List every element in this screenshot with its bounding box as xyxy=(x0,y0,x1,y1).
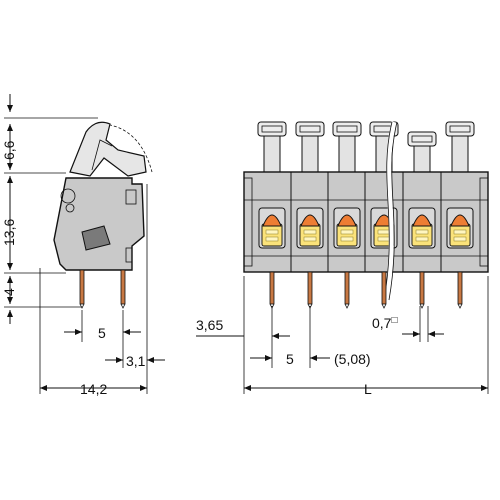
lever-stem-6 xyxy=(451,135,469,173)
front-pin-size-label: 0,7□ xyxy=(372,315,398,331)
side-view xyxy=(53,121,153,309)
module-window-bar-6 xyxy=(453,229,467,235)
front-pin-6 xyxy=(457,271,463,305)
side-lever xyxy=(69,121,147,177)
side-pin-left xyxy=(79,269,85,305)
front-pin-tip-6 xyxy=(457,303,463,309)
module-window-bar2-2 xyxy=(303,236,317,242)
side-pitch-label: 5 xyxy=(98,325,106,341)
module-button-2 xyxy=(300,214,320,227)
module-button-1 xyxy=(262,214,282,227)
lever-stem-5 xyxy=(413,145,431,173)
module-window-bar-4 xyxy=(377,229,391,235)
module-window-5 xyxy=(411,223,433,247)
front-pin-tip-5 xyxy=(419,303,425,309)
module-button-6 xyxy=(450,214,470,227)
module-window-3 xyxy=(336,223,358,247)
front-pin-1 xyxy=(269,271,275,305)
side-pin-offset-label: 3,1 xyxy=(126,353,146,369)
front-pin-5 xyxy=(419,271,425,305)
module-window-bar2-1 xyxy=(265,236,279,242)
square-symbol: □ xyxy=(391,315,397,326)
module-window-bar-5 xyxy=(415,229,429,235)
module-window-6 xyxy=(449,223,471,247)
module-button-5 xyxy=(412,214,432,227)
side-width-label: 14,2 xyxy=(80,381,107,397)
module-window-bar2-6 xyxy=(453,236,467,242)
front-housing-right-flange xyxy=(479,177,489,267)
front-pitch-label: 5 xyxy=(286,351,294,367)
module-window-bar-3 xyxy=(340,229,354,235)
module-window-bar2-4 xyxy=(377,236,391,242)
module-window-bar2-3 xyxy=(340,236,354,242)
module-window-1 xyxy=(261,223,283,247)
lever-grip-3 xyxy=(336,125,358,133)
front-levers xyxy=(257,121,475,173)
front-length-label: L xyxy=(364,381,372,397)
front-edge-offset-label: 3,65 xyxy=(196,317,223,333)
front-break-line xyxy=(383,121,397,301)
module-button-3 xyxy=(337,214,357,227)
front-view-dimensions: 3,65 5 (5,08) 0,7□ L xyxy=(196,276,489,397)
lever-stem-2 xyxy=(301,135,319,173)
side-clamp-window xyxy=(81,225,111,251)
lever-grip-2 xyxy=(299,125,321,133)
side-view-dimensions: 6,6 13,6 4 5 3,1 14,2 xyxy=(1,94,165,397)
front-pin-3 xyxy=(344,271,350,305)
front-pin-tip-4 xyxy=(381,303,387,309)
front-housing-left-flange xyxy=(243,177,253,267)
module-window-bar2-5 xyxy=(415,236,429,242)
front-pin-tip-3 xyxy=(344,303,350,309)
side-height-top-label: 6,6 xyxy=(1,140,17,160)
side-wire-entry-mid xyxy=(65,203,75,213)
lever-swing-arc xyxy=(103,123,153,173)
module-window-2 xyxy=(299,223,321,247)
side-housing xyxy=(53,177,145,271)
module-window-bar-1 xyxy=(265,229,279,235)
lever-grip-5 xyxy=(411,135,433,143)
side-pin-length-label: 4 xyxy=(1,288,17,296)
side-pin-right xyxy=(120,269,126,305)
front-alt-pitch-label: (5,08) xyxy=(334,351,371,367)
lever-stem-3 xyxy=(338,135,356,173)
side-height-body-label: 13,6 xyxy=(1,219,17,246)
lever-grip-1 xyxy=(261,125,283,133)
front-pins xyxy=(269,271,463,309)
front-pin-4 xyxy=(381,271,387,305)
lever-grip-6 xyxy=(449,125,471,133)
side-latch xyxy=(125,189,137,205)
module-window-bar-2 xyxy=(303,229,317,235)
front-view xyxy=(243,121,489,309)
side-lever-inner xyxy=(91,139,113,171)
side-wire-entry-top xyxy=(60,188,76,204)
lever-stem-1 xyxy=(263,135,281,173)
front-pin-2 xyxy=(307,271,313,305)
side-latch-bottom xyxy=(125,247,133,263)
